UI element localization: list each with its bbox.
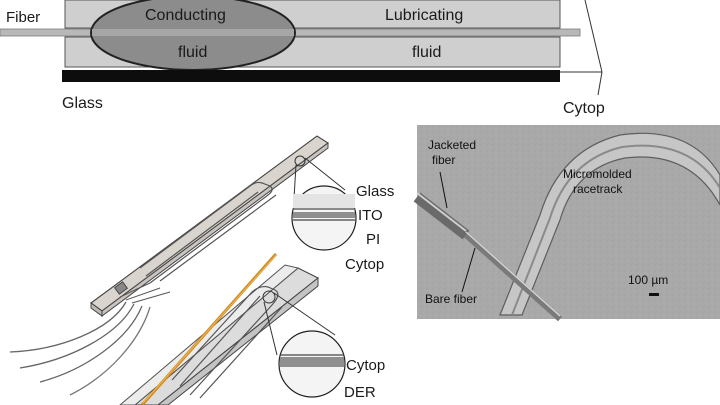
bottom-layer-label-cytop: Cytop [346, 357, 385, 374]
top-layer-label-glass: Glass [356, 183, 394, 200]
droplet-cross-section: Fiber Conducting Lubricating fluid fluid… [0, 0, 605, 117]
top-device-wire-3 [39, 305, 143, 383]
racetrack-label-line1: Micromolded [563, 167, 632, 181]
bottom-plate-base [119, 264, 300, 405]
lubricating-label: Lubricating [385, 7, 463, 24]
jacketed-fiber-leader [439, 171, 448, 209]
scale-bar-label: 100 µm [628, 273, 668, 287]
top-layer-label-cytop: Cytop [345, 256, 384, 273]
top-electrode-pattern [139, 181, 277, 284]
jacketed-fiber-label-line2: fiber [432, 153, 455, 167]
top-layer-label-ito: ITO [358, 207, 383, 224]
top-device-wire-4 [69, 306, 151, 396]
top-zoom-leader-2 [304, 157, 346, 191]
cytop-label: Cytop [563, 100, 605, 117]
bare-fiber-leader [461, 247, 476, 293]
bottom-device-plate: Cytop DER [119, 253, 385, 405]
fiber-label: Fiber [6, 9, 40, 26]
fluid-right-label: fluid [412, 44, 441, 61]
bottom-zoom-leader-1 [263, 301, 278, 356]
bottom-channel-pattern [171, 285, 283, 399]
zoom-layer-der [280, 357, 344, 367]
jacketed-fiber-label-line1: Jacketed [428, 138, 476, 152]
top-plate-side-edge [101, 142, 329, 317]
top-device-plate: Glass ITO PI Cytop [9, 135, 394, 396]
conducting-label: Conducting [145, 7, 226, 24]
top-zoom-spot [294, 155, 306, 167]
droplet-fiber-pass [92, 29, 294, 36]
jacketed-fiber-highlight [416, 192, 467, 232]
top-device-wire-1 [9, 301, 127, 353]
top-electrode-lead [119, 282, 171, 304]
glass-label: Glass [62, 95, 103, 112]
racetrack-inner-groove [511, 144, 720, 316]
bottom-zoom-spot [262, 290, 276, 304]
top-layer-label-pi: PI [366, 231, 380, 248]
sem-micrograph: Jacketed fiber Micromolded racetrack Bar… [413, 125, 720, 322]
zoom-layer-glass [293, 194, 355, 208]
fluid-left-label: fluid [178, 44, 207, 61]
optical-fiber-highlight [142, 254, 277, 404]
cytop-leader-2 [597, 71, 603, 96]
bottom-layer-label-der: DER [344, 384, 376, 401]
scale-bar [649, 293, 659, 296]
bare-fiber-highlight [465, 231, 561, 317]
jacketed-fiber-segment [413, 192, 470, 240]
bottom-zoom-leader-2 [273, 292, 336, 336]
bare-fiber-label: Bare fiber [425, 292, 477, 306]
micromolded-racetrack [499, 132, 720, 316]
bare-fiber-segment [464, 232, 562, 322]
glass-substrate [62, 70, 560, 82]
zoom-layer-pi [293, 212, 355, 218]
top-contact-pad [114, 281, 128, 295]
top-device-wire-2 [19, 303, 135, 369]
racetrack-label-line2: racetrack [573, 182, 623, 196]
cytop-leader [584, 0, 603, 73]
